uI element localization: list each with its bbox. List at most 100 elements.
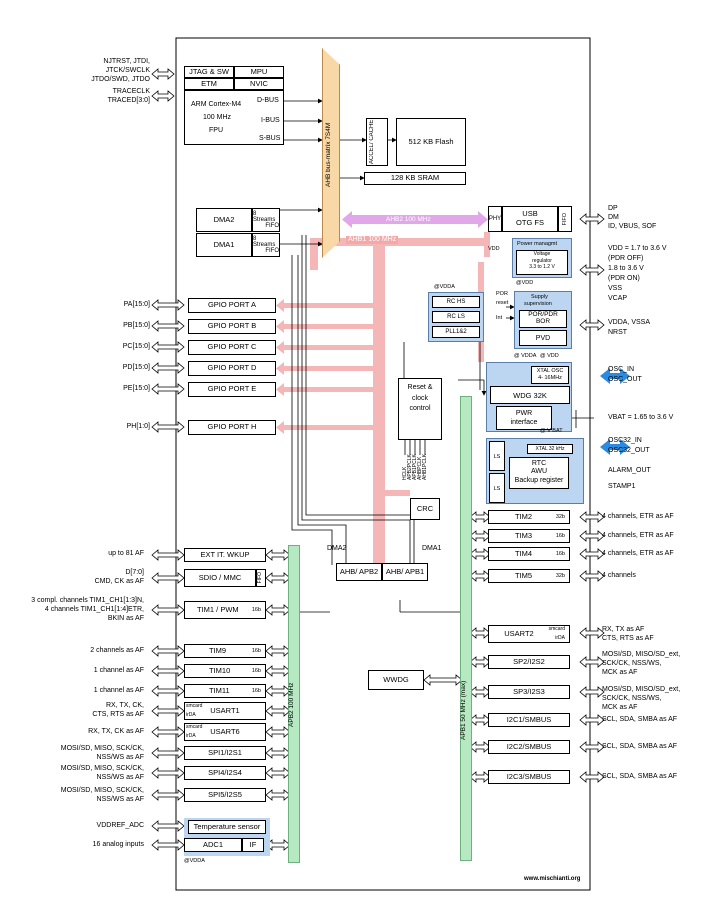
vr-line-1: Voltage (533, 251, 551, 257)
adc-if-box: IF (242, 838, 264, 852)
ibus-label: I-BUS (261, 117, 280, 124)
tim2-label: TIM2 (515, 511, 533, 521)
usart1-box: smcard irDA USART1 (184, 702, 266, 720)
bus-arrow (265, 685, 291, 697)
tim11-label: TIM11 (209, 685, 230, 695)
dma1-streams: 8 Streams FIFO (252, 233, 280, 257)
pll-label: PLL1&2 (445, 329, 467, 335)
jtag-label-3: JTDO/SWD, JTDO (91, 76, 150, 83)
spi4-box: SPI4/I2S4 (184, 766, 266, 780)
tim11-box: TIM11 16b (184, 684, 266, 698)
nvic-box: NVIC (234, 78, 284, 90)
ahb-apb1-bridge: AHB/ APB1 (382, 563, 428, 581)
sp3-pin-label-2: SCK/CK, NSS/WS, (602, 695, 662, 702)
supply-line-2: supervision (524, 301, 552, 307)
vdd-range-1: VDD = 1.7 to 3.6 V (608, 245, 667, 252)
pin-arrow (151, 685, 185, 697)
dma2-streams: 8 Streams FIFO (252, 208, 280, 232)
wdg-label: WDG 32K (513, 391, 547, 400)
power-vdd-label: VDD (488, 246, 500, 252)
usb-otg-name: OTG FS (516, 218, 544, 227)
i2c3-box: I2C3/SMBUS (488, 770, 570, 784)
sbus-label: S-BUS (259, 135, 281, 142)
trace-label-2: TRACED[3:0] (107, 97, 150, 104)
tim11-bits: 16b (251, 687, 261, 694)
pin-arrow (579, 213, 605, 225)
ls-box-2: LS (489, 473, 505, 503)
spi5-pin-label-1: MOSI/SD, MISO, SCK/CK, (60, 787, 144, 794)
supply-supervision-block: Supply supervision POR/PDR BOR PVD (514, 291, 572, 349)
tim4-label: TIM4 (515, 548, 533, 558)
pin-arrow (151, 383, 185, 395)
tim9-pin-label: 2 channels as AF (90, 647, 144, 654)
sp3-pin-label-3: MCK as AF (602, 704, 638, 711)
pin-arrow (151, 572, 185, 584)
ls-box-1: LS (489, 441, 505, 471)
usb-fifo: FIFO (558, 206, 572, 232)
bus-arrow (469, 627, 491, 639)
sp2-pin-label-1: MOSI/SD, MISO/SD_ext, (602, 651, 681, 658)
sp3-box: SP3/I2S3 (488, 685, 570, 699)
accel-cache-label: ACCEL/ CACHE (369, 119, 375, 164)
vdd-range-4: (PDR ON) (608, 275, 640, 282)
usart2-pin-label-1: RX, TX as AF (602, 626, 645, 633)
vbat-label: VBAT = 1.65 to 3.6 V (608, 414, 674, 421)
wdg-box: WDG 32K (490, 386, 570, 404)
sp2-box: SP2/I2S2 (488, 655, 570, 669)
tim1-pin-label-3: BKIN as AF (107, 615, 144, 622)
vdda-vssa-label: VDDA, VSSA (608, 319, 651, 326)
vss-label: VSS (608, 285, 623, 292)
por-signal: POR (496, 291, 508, 297)
dma1-box: DMA1 (196, 233, 252, 257)
gpio-port-box: GPIO PORT H (188, 420, 276, 435)
ahb-apb2-bridge: AHB/ APB2 (336, 563, 382, 581)
power-mgmt-block: Power managmt Voltage regulator 3.3 to 1… (512, 238, 572, 278)
vref-label: VDDREF_ADC (96, 822, 144, 829)
tim3-box: TIM3 16b (488, 529, 570, 543)
por-pdr-box: POR/PDR BOR (519, 310, 567, 328)
ls-label-2: LS (493, 486, 501, 492)
spi5-box: SPI5/I2S5 (184, 788, 266, 802)
osc-in-label: OSC_IN (608, 366, 635, 373)
xtal32-box: XTAL 32 kHz (527, 444, 573, 454)
rtc-awu-box: RTC AWU Backup register (509, 457, 569, 489)
pin-arrow (579, 627, 605, 639)
pin-arrow (151, 820, 185, 832)
footer-watermark: www.mischianti.org (524, 876, 581, 882)
jtag-sw-box: JTAG & SW (184, 66, 234, 78)
spi1-pin-label-1: MOSI/SD, MISO, SCK/CK, (60, 745, 144, 752)
usart1-pin-label-1: RX, TX, CK, (106, 702, 144, 709)
bus-arrow (265, 726, 291, 738)
bus-arrow (469, 511, 491, 523)
power-mgmt-title: Power managmt (517, 241, 558, 247)
pll-box: PLL1&2 (432, 326, 480, 338)
vr-line-2: regulator (532, 257, 552, 264)
usb-phy-label: PHY (488, 215, 502, 222)
reset-clock-control: Reset & clock control (398, 378, 442, 440)
arm-core-freq: 100 MHz (203, 114, 232, 121)
dma1-fifo-label: FIFO (265, 248, 279, 254)
pin-arrow (151, 665, 185, 677)
adc1-box: ADC1 (184, 838, 242, 852)
adc-atvdda: @VDDA (184, 858, 205, 864)
tim3-bits: 16b (555, 532, 565, 539)
sdio-box: SDIO / MMC (184, 569, 256, 587)
gpio-port-box: GPIO PORT E (188, 382, 276, 397)
bus-arrow (469, 656, 491, 668)
rc-hs-label: RC HS (446, 299, 466, 305)
pin-arrow (151, 299, 185, 311)
pin-arrow (579, 511, 605, 523)
rtc-line-3: Backup register (514, 476, 564, 484)
bus-matrix-label: AHB bus-matrix 7S4M (325, 122, 332, 188)
apb1-bus-label: APB1 50 MHz (max) (460, 680, 467, 740)
osc-out-label: OSC_OUT (608, 376, 642, 383)
pin-arrow (579, 714, 605, 726)
pin-arrow (151, 645, 185, 657)
bus-arrow (423, 674, 463, 686)
tim1-box: TIM1 / PWM 16b (184, 601, 266, 619)
pvd-box: PVD (519, 330, 567, 346)
dma2-streams-label: 8 Streams (253, 211, 276, 223)
tim10-bits: 16b (251, 667, 261, 674)
power-atvdd: @VDD (516, 280, 534, 286)
usart1-pin-label-2: CTS, RTS as AF (92, 711, 144, 718)
